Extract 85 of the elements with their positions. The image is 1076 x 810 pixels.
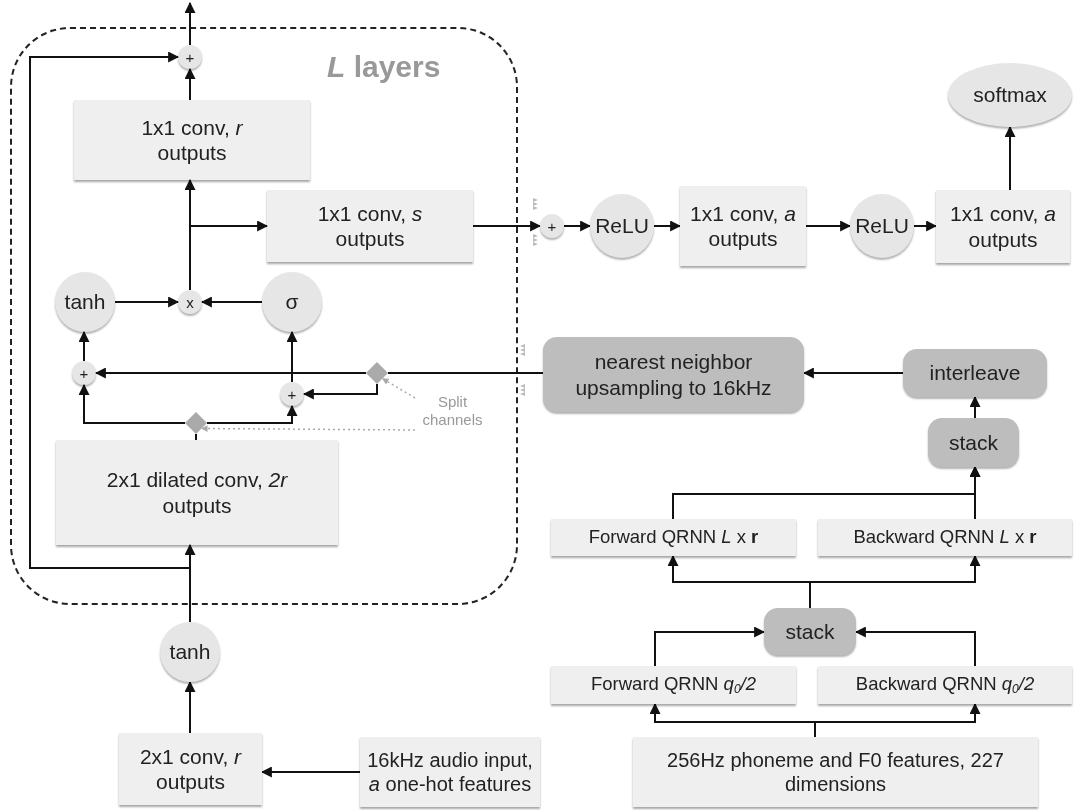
box-label: 16kHz audio input, a one-hot features <box>366 748 534 796</box>
box-label: Backward QRNN L x r <box>853 526 1037 549</box>
operator-symbol: + <box>547 218 557 234</box>
activation-circle <box>850 194 914 258</box>
arrow <box>802 367 904 379</box>
box-label: Backward QRNN q$_{0}$/2 <box>855 673 1035 697</box>
operator-symbol: + <box>185 49 195 65</box>
arrow <box>472 220 542 232</box>
split-diamond <box>366 362 388 384</box>
leader-line <box>381 377 416 399</box>
activation-circle <box>262 272 322 332</box>
box-label: ReLU <box>595 213 649 239</box>
arrow <box>969 465 981 520</box>
layer-group <box>10 27 518 605</box>
arrow <box>184 680 196 734</box>
activation-circle <box>590 194 654 258</box>
operator-symbol: x <box>186 294 194 310</box>
box-label: 1x1 conv, s outputs <box>316 200 424 252</box>
arrow <box>1004 125 1016 191</box>
annotation-text: Split channels <box>421 393 484 429</box>
process-box <box>74 100 310 180</box>
sum-circle <box>178 45 202 69</box>
arrow <box>814 702 981 738</box>
box-label: Forward QRNN L x r <box>588 526 759 549</box>
group-title: L layers <box>327 49 441 85</box>
box-label: 256Hz phoneme and F0 features, 227 dimensions <box>666 748 1005 796</box>
input-box <box>360 737 540 807</box>
process-box <box>818 666 1072 704</box>
box-label: 2x1 conv, r outputs <box>138 743 243 795</box>
operator-symbol: + <box>287 386 297 402</box>
box-label: σ <box>285 289 299 315</box>
arrow <box>94 367 367 379</box>
arrow <box>200 296 263 308</box>
box-label: interleave <box>929 360 1021 386</box>
process-box <box>267 190 473 262</box>
process-box <box>551 519 796 556</box>
leader-line <box>200 425 416 432</box>
box-label: tanh <box>64 289 106 315</box>
sum-circle <box>280 382 304 406</box>
box-label: stack <box>949 429 998 456</box>
process-box <box>903 349 1047 397</box>
arrow <box>913 220 938 232</box>
box-label: 1x1 conv, a outputs <box>949 201 1057 252</box>
arrow <box>78 330 90 362</box>
arrow <box>302 383 378 400</box>
arrow <box>189 220 269 291</box>
box-label: stack <box>785 618 835 645</box>
arrow <box>78 383 186 424</box>
process-box <box>936 190 1070 263</box>
arrow <box>805 220 852 232</box>
box-label: 2x1 dilated conv, 2r outputs <box>105 467 289 518</box>
process-box <box>56 440 338 545</box>
box-label: 1x1 conv, r outputs <box>140 114 244 166</box>
box-label: tanh <box>169 639 211 665</box>
box-label: ReLU <box>855 213 909 239</box>
arrow <box>854 626 976 667</box>
process-box <box>543 337 804 412</box>
sum-circle <box>540 214 564 238</box>
arrow <box>563 220 592 232</box>
box-label: nearest neighbor upsampling to 16kHz <box>574 349 773 400</box>
process-box <box>551 666 796 704</box>
process-box <box>119 733 262 805</box>
box-label: softmax <box>973 82 1047 108</box>
arrow <box>206 404 298 424</box>
arrow <box>114 296 180 308</box>
box-label: 1x1 conv, a outputs <box>689 200 797 252</box>
sum-circle <box>72 361 96 385</box>
arrow <box>260 766 361 778</box>
arrow <box>184 67 196 101</box>
process-box <box>928 418 1019 467</box>
arrow <box>969 395 981 419</box>
activation-circle <box>55 272 115 332</box>
product-circle <box>178 290 202 314</box>
process-box <box>680 186 806 266</box>
arrow <box>184 1 196 46</box>
arrow <box>654 626 766 667</box>
operator-symbol: + <box>79 365 89 381</box>
activation-circle <box>160 622 220 682</box>
process-box <box>764 608 856 655</box>
split-diamond <box>185 412 207 434</box>
process-box <box>818 519 1072 556</box>
arrow <box>653 220 682 232</box>
box-label: Forward QRNN q$_{0}$/2 <box>591 673 756 697</box>
arrow <box>286 330 298 383</box>
input-box <box>633 737 1038 807</box>
